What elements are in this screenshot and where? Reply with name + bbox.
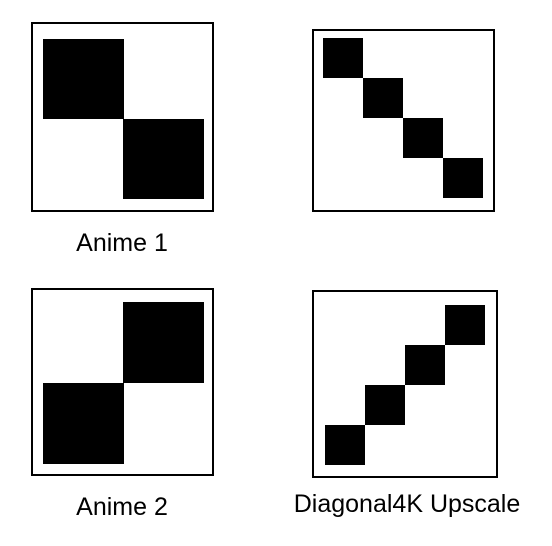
diagonal-ascending-block-4 (325, 425, 365, 465)
diagonal-descending-block-4 (443, 158, 483, 198)
anime1-block-bottom-right (123, 119, 204, 199)
diagonal-ascending-block-1 (445, 305, 485, 345)
anime2-caption: Anime 2 (76, 493, 168, 521)
diagonal-descending-block-2 (363, 78, 403, 118)
diagonal-ascending-block-3 (365, 385, 405, 425)
diagonal-ascending-panel (312, 290, 498, 478)
anime2-block-bottom-left (43, 383, 124, 464)
anime1-block-top-left (43, 39, 124, 119)
anime1-caption: Anime 1 (76, 229, 168, 257)
diagonal-descending-panel (312, 29, 495, 212)
diagonal-descending-block-1 (323, 38, 363, 78)
anime1-pattern-panel (31, 22, 214, 212)
anime2-pattern-panel (31, 288, 214, 476)
diagonal-ascending-block-2 (405, 345, 445, 385)
anime2-block-top-right (123, 302, 204, 383)
diagonal-caption: Diagonal4K Upscale (293, 490, 521, 518)
diagonal-descending-block-3 (403, 118, 443, 158)
